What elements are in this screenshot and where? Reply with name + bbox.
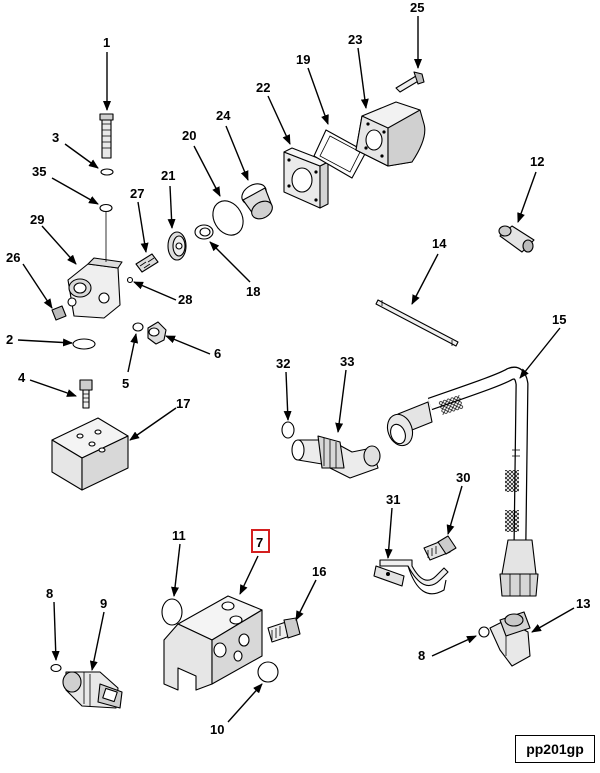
callout-19: 19 — [296, 52, 310, 67]
callout-8-right: 8 — [418, 648, 425, 663]
part-6-plug — [147, 321, 167, 345]
part-3-washer — [100, 168, 114, 176]
callout-26: 26 — [6, 250, 20, 265]
callout-14: 14 — [432, 236, 447, 251]
callout-5: 5 — [122, 376, 129, 391]
callout-labels: 1 3 35 29 26 27 28 2 5 6 4 17 21 20 24 1… — [6, 0, 590, 737]
part-21-valve-disc — [167, 231, 187, 261]
part-8-o-ring-left — [50, 663, 62, 673]
callout-7[interactable]: 7 — [256, 535, 263, 550]
part-33-elbow-fitting — [291, 435, 381, 479]
callout-4: 4 — [18, 370, 26, 385]
callout-35: 35 — [32, 164, 46, 179]
part-20-o-ring — [212, 200, 244, 236]
part-5-o-ring — [132, 322, 144, 332]
callout-25: 25 — [410, 0, 424, 15]
callout-29: 29 — [30, 212, 44, 227]
part-13-elbow-fitting — [489, 611, 531, 667]
callout-21: 21 — [161, 168, 175, 183]
part-17-mounting-block — [51, 417, 129, 491]
part-18-washer — [194, 224, 214, 240]
callout-20: 20 — [182, 128, 196, 143]
part-10-o-ring — [257, 661, 279, 683]
part-30-fitting — [423, 535, 457, 561]
callout-13: 13 — [576, 596, 590, 611]
callout-12: 12 — [530, 154, 544, 169]
part-1-bolt — [99, 113, 114, 159]
callout-18: 18 — [246, 284, 260, 299]
part-14-rod — [375, 299, 459, 347]
callout-8-left: 8 — [46, 586, 53, 601]
callout-11: 11 — [172, 528, 186, 543]
callout-9: 9 — [100, 596, 107, 611]
callout-10: 10 — [210, 722, 224, 737]
part-11-o-ring — [161, 598, 183, 626]
callout-31: 31 — [386, 492, 400, 507]
part-16-bolt — [267, 617, 301, 643]
part-28-ball — [126, 276, 134, 284]
callout-2: 2 — [6, 332, 13, 347]
callout-23: 23 — [348, 32, 362, 47]
callout-24: 24 — [216, 108, 231, 123]
callout-16: 16 — [312, 564, 326, 579]
part-31-clamp — [373, 559, 449, 595]
callout-33: 33 — [340, 354, 354, 369]
part-26-plug — [51, 305, 67, 321]
part-23-housing — [355, 101, 426, 167]
callout-28: 28 — [178, 292, 192, 307]
part-32-o-ring — [281, 421, 295, 439]
callout-15: 15 — [552, 312, 566, 327]
callout-1: 1 — [103, 35, 110, 50]
part-29-filter-head — [67, 212, 123, 319]
part-4-cap-screw — [79, 379, 93, 409]
callout-3: 3 — [52, 130, 59, 145]
part-9-sensor — [62, 671, 123, 709]
callout-27: 27 — [130, 186, 144, 201]
callout-30: 30 — [456, 470, 470, 485]
part-27-fitting — [135, 253, 159, 273]
part-25-bolt — [395, 71, 425, 93]
part-19-gasket — [313, 129, 367, 179]
callout-7-highlight-box — [251, 529, 270, 553]
drawing-reference-code: pp201gp — [515, 735, 595, 763]
callout-32: 32 — [276, 356, 290, 371]
leader-lines — [17, 16, 575, 723]
part-35-washer — [99, 203, 113, 213]
part-8-o-ring-right — [478, 626, 490, 638]
part-24-piston — [241, 183, 273, 220]
part-12-fitting — [498, 225, 535, 253]
callout-6: 6 — [214, 346, 221, 361]
callout-22: 22 — [256, 80, 270, 95]
part-7-adapter-block — [163, 595, 263, 691]
callout-17: 17 — [176, 396, 190, 411]
part-2-o-ring — [72, 338, 96, 350]
